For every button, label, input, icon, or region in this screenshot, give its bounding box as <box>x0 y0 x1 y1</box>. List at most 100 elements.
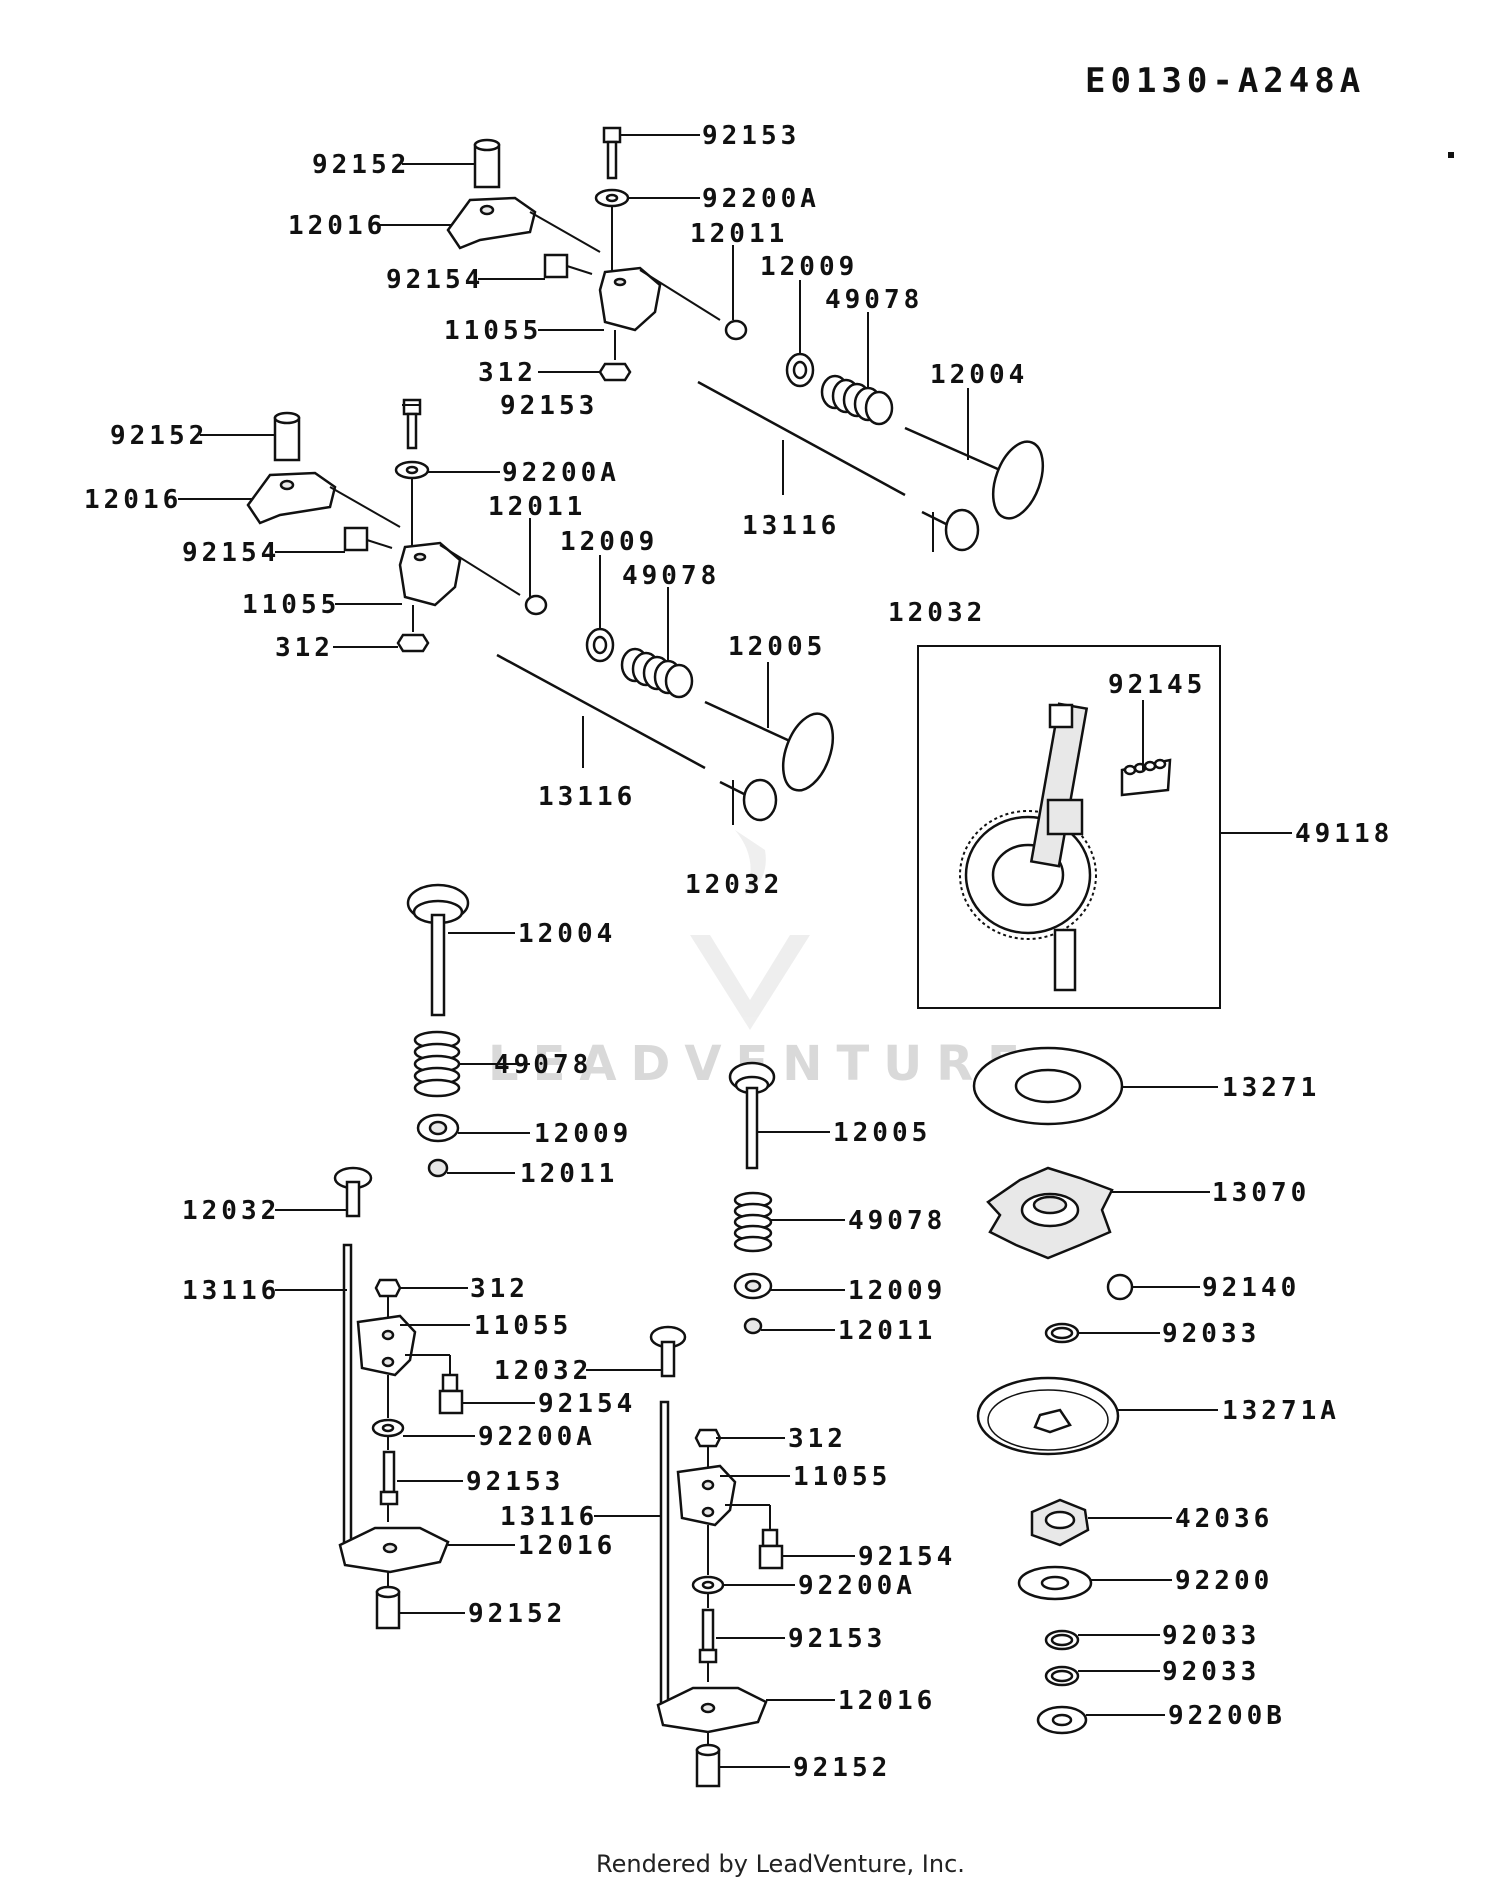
bolt-92153-shank <box>606 140 618 180</box>
watermark-logo <box>690 830 810 1030</box>
part-label: 92152 <box>468 1599 566 1629</box>
part-label: 92154 <box>182 538 280 568</box>
pivot-92152 <box>273 416 301 462</box>
part-label: 13116 <box>182 1276 280 1306</box>
nut-312 <box>598 362 632 382</box>
part-label: 312 <box>478 358 537 388</box>
tappet-12032 <box>921 510 951 528</box>
part-label: 12011 <box>520 1159 618 1189</box>
part-label: 12016 <box>838 1686 936 1716</box>
camshaft-assembly-49118 <box>959 700 1172 992</box>
part-label: 12032 <box>888 598 986 628</box>
part-label: 92153 <box>500 391 598 421</box>
part-label: 13116 <box>742 511 840 541</box>
part-label: 12005 <box>728 632 826 662</box>
part-label: 12016 <box>84 485 182 515</box>
part-label: 92200A <box>502 458 620 488</box>
valve-stem-12004 <box>430 913 446 1017</box>
pivot-92152 <box>473 143 501 189</box>
part-label: 12032 <box>685 870 783 900</box>
tappet-12032 <box>660 1340 676 1378</box>
bracket-11055 <box>356 1314 417 1377</box>
pushrod-13116 <box>659 1400 670 1714</box>
part-label: 12016 <box>518 1531 616 1561</box>
part-label: 92200B <box>1168 1701 1286 1731</box>
leader-lines <box>178 134 1292 1768</box>
dot-mark <box>1448 152 1454 158</box>
part-label: 92033 <box>1162 1657 1260 1687</box>
rocker-arm-12016 <box>246 471 337 525</box>
camshaft-assembly-box <box>917 645 1221 1009</box>
valve-stem-12005 <box>704 700 793 744</box>
keeper-12011 <box>724 319 748 341</box>
part-label: 13070 <box>1212 1178 1310 1208</box>
part-label: 11055 <box>474 1311 572 1341</box>
part-label: 12009 <box>760 252 858 282</box>
nut-312 <box>374 1278 402 1298</box>
part-label: 49078 <box>494 1050 592 1080</box>
spring-49078 <box>820 374 894 426</box>
rocker-group-upper-1 <box>446 126 1045 552</box>
ball-92140 <box>1106 1273 1134 1301</box>
part-label: 13271A <box>1222 1396 1340 1426</box>
keeper-12011 <box>743 1317 763 1335</box>
part-label: 12009 <box>848 1276 946 1306</box>
pushrod-13116 <box>342 1243 353 1557</box>
bolt-92153-head <box>602 126 622 144</box>
part-label: 49118 <box>1295 819 1393 849</box>
tappet-12032 <box>345 1180 361 1218</box>
part-label: 12004 <box>518 919 616 949</box>
bolt-92154 <box>761 1528 779 1548</box>
part-label: 92033 <box>1162 1319 1260 1349</box>
part-label: 92153 <box>466 1467 564 1497</box>
part-label: 13116 <box>538 782 636 812</box>
valve-head-12004 <box>991 440 1045 520</box>
part-label: 11055 <box>444 316 542 346</box>
part-label: 11055 <box>242 590 340 620</box>
cam-lobe <box>1046 798 1084 836</box>
bolt-92153 <box>701 1608 715 1652</box>
bolt-92154 <box>441 1373 459 1393</box>
part-label: 92200A <box>702 184 820 214</box>
part-label: 92154 <box>538 1389 636 1419</box>
part-label: 92152 <box>312 150 410 180</box>
part-label: 92152 <box>793 1753 891 1783</box>
part-label: 49078 <box>848 1206 946 1236</box>
footer-text: Rendered by LeadVenture, Inc. <box>596 1850 965 1878</box>
valve-stem-12004 <box>904 426 1001 472</box>
pushrod-13116 <box>496 653 706 770</box>
nut-312 <box>396 633 430 653</box>
part-label: 92153 <box>702 121 800 151</box>
keeper-12011 <box>427 1158 449 1178</box>
part-label: 92140 <box>1202 1273 1300 1303</box>
valve-stem-12005 <box>745 1086 759 1170</box>
spring-49078 <box>733 1191 773 1253</box>
part-label: 12011 <box>838 1316 936 1346</box>
part-label: 13271 <box>1222 1073 1320 1103</box>
part-label: 12009 <box>560 527 658 557</box>
part-label: 12011 <box>488 492 586 522</box>
valve-stack-12004 <box>406 883 470 1178</box>
part-label: 12016 <box>288 211 386 241</box>
bolt-92154 <box>543 253 569 279</box>
valve-stack-12005 <box>728 1061 776 1335</box>
nut-312 <box>694 1428 722 1448</box>
lower-left-rocker-group <box>333 1166 464 1630</box>
part-label: 12032 <box>182 1196 280 1226</box>
part-label: 92153 <box>788 1624 886 1654</box>
bolt-92154 <box>343 526 369 552</box>
part-label: 92154 <box>858 1542 956 1572</box>
spring-49078 <box>620 647 694 699</box>
part-label: 92145 <box>1108 670 1206 700</box>
part-label: 312 <box>470 1274 529 1304</box>
part-label: 49078 <box>622 561 720 591</box>
part-label: 13116 <box>500 1502 598 1532</box>
part-label: 49078 <box>825 285 923 315</box>
bolt-92153 <box>382 1450 396 1494</box>
spring-49078 <box>413 1030 461 1098</box>
part-label: 12005 <box>833 1118 931 1148</box>
rocker-group-upper-2 <box>246 398 835 822</box>
part-label: 312 <box>275 633 334 663</box>
part-label: 92154 <box>386 265 484 295</box>
rocker-arm-12016 <box>446 196 537 250</box>
